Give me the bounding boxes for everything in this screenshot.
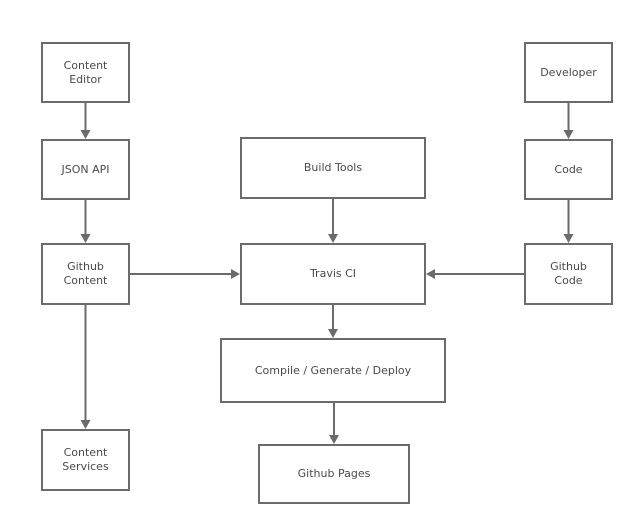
node-json-api: JSON API (41, 139, 130, 200)
arrow-travis-ci-to-compile (328, 305, 338, 338)
node-compile-generate-deploy: Compile / Generate / Deploy (220, 338, 446, 403)
node-content-services: Content Services (41, 429, 130, 491)
arrow-content-editor-to-json-api (80, 103, 91, 139)
node-label-compile: Compile / Generate / Deploy (254, 363, 412, 377)
arrow-github-content-to-content-services (80, 305, 91, 429)
node-github-content: Github Content (41, 243, 130, 305)
node-label-developer: Developer (540, 65, 597, 79)
node-label-content-services: Content Services (62, 446, 109, 473)
node-label-build-tools: Build Tools (303, 161, 363, 174)
node-github-code: Github Code (524, 243, 613, 305)
arrow-json-api-to-github-content (80, 200, 91, 243)
node-code: Code (524, 139, 613, 200)
node-label-github-content: Github Content (63, 260, 108, 287)
node-developer: Developer (524, 42, 613, 103)
arrow-developer-to-code (563, 103, 574, 139)
arrow-compile-to-github-pages (329, 403, 339, 444)
node-label-github-code: Github Code (550, 260, 587, 287)
node-github-pages: Github Pages (258, 444, 410, 504)
node-label-content-editor: Content Editor (63, 58, 108, 86)
node-label-json-api: JSON API (61, 162, 110, 176)
node-label-travis-ci: Travis CI (309, 267, 357, 280)
node-content-editor: Content Editor (41, 42, 130, 103)
node-label-code: Code (554, 162, 583, 176)
arrow-github-code-to-travis-ci (426, 269, 524, 279)
arrow-code-to-github-code (563, 200, 574, 243)
node-build-tools: Build Tools (240, 137, 426, 199)
arrow-build-tools-to-travis-ci (328, 199, 338, 243)
arrow-github-content-to-travis-ci (130, 269, 240, 279)
node-travis-ci: Travis CI (240, 243, 426, 305)
node-label-github-pages: Github Pages (297, 467, 371, 480)
